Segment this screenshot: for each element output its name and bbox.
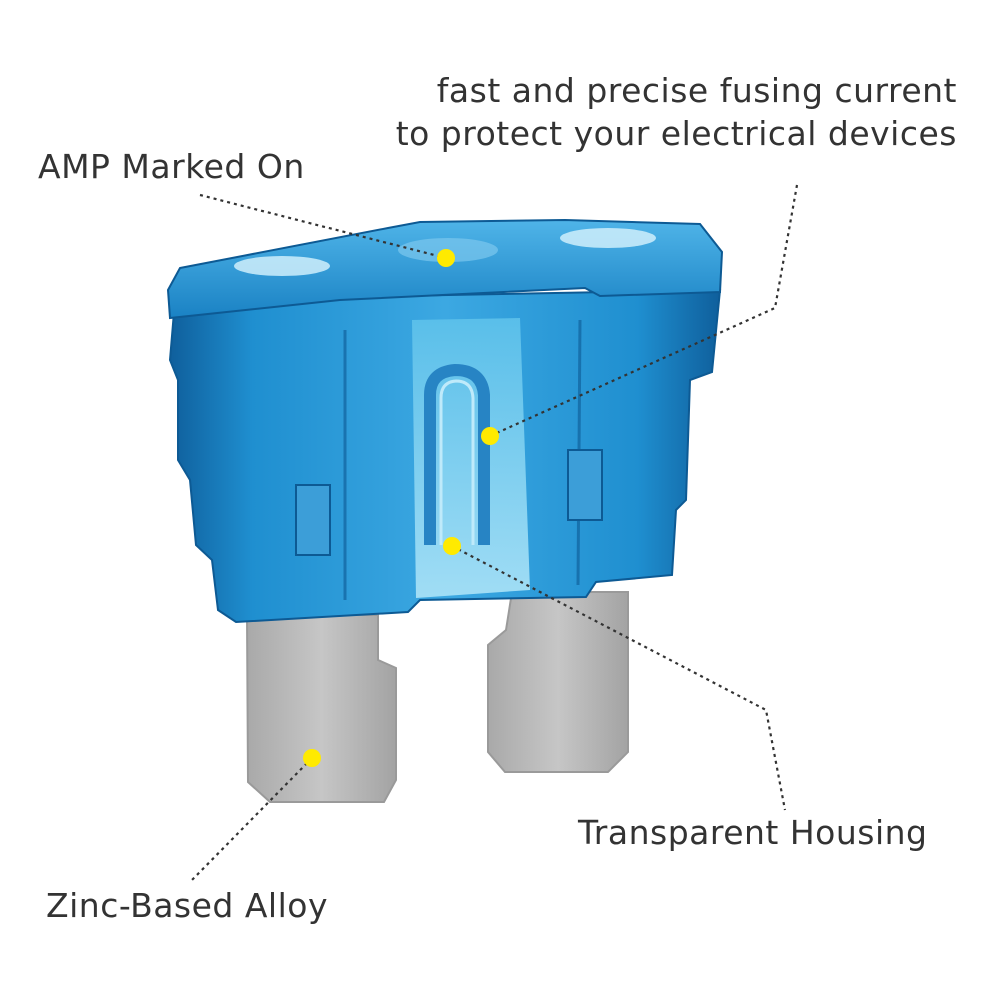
side-tab-left <box>295 484 331 556</box>
marker-dot-alloy <box>303 749 321 767</box>
test-hole-right <box>560 228 656 248</box>
callout-fusing-line-1: fast and precise fusing current <box>436 71 957 110</box>
callout-transparent-housing: Transparent Housing <box>578 813 928 852</box>
callout-zinc-based-alloy: Zinc-Based Alloy <box>46 886 328 925</box>
leader-line-amp <box>199 193 447 260</box>
leader-line-alloy <box>191 757 313 881</box>
side-tab-right <box>567 449 603 521</box>
callout-fusing-line-2: to protect your electrical devices <box>395 113 957 153</box>
test-hole-left <box>234 256 330 276</box>
fuse-element-inner <box>439 379 475 545</box>
callout-fusing-current: fast and precise fusing current to prote… <box>396 70 957 156</box>
left-terminal <box>245 614 397 803</box>
fuse-element <box>424 364 490 545</box>
leader-line-housing <box>451 545 787 811</box>
marker-dot-fusing <box>481 427 499 445</box>
right-terminal <box>487 591 629 773</box>
callout-amp-marked-on: AMP Marked On <box>38 147 305 186</box>
marker-dot-housing <box>443 537 461 555</box>
marker-dot-amp <box>437 249 455 267</box>
